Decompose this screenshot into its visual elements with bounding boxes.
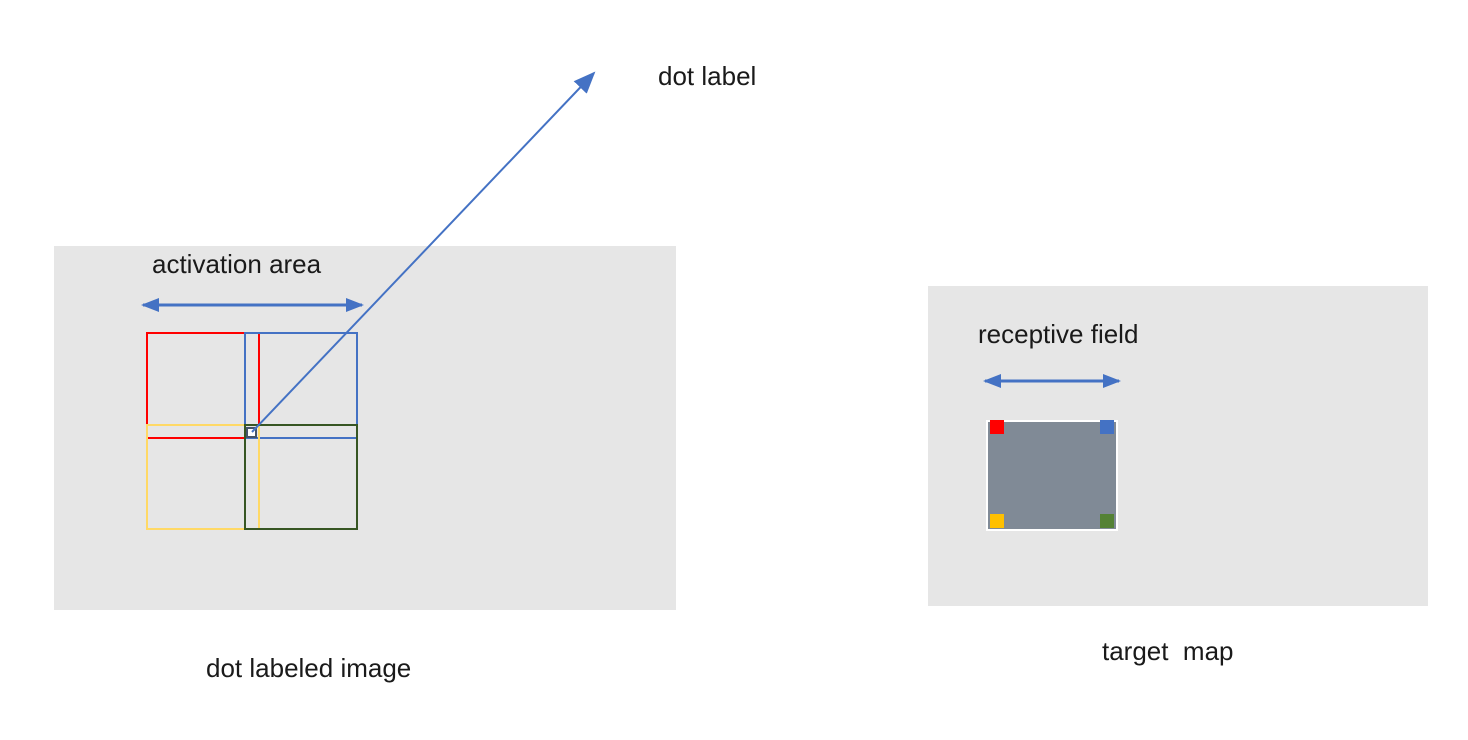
activation-area-label: activation area [152,249,322,279]
dot-label-text: dot label [658,61,756,91]
target-map-caption: target map [1102,636,1234,666]
blue-marker [1100,420,1114,434]
center-dot [246,427,257,438]
yellow-marker [990,514,1004,528]
red-marker [990,420,1004,434]
yellow-window [146,424,260,530]
blue-window [244,332,358,439]
dot-labeled-image-caption: dot labeled image [206,653,411,683]
green-window [244,424,358,530]
red-window [146,332,260,439]
receptive-field-label: receptive field [978,319,1138,349]
target-map-square [986,420,1118,531]
dot-label-arrow [251,71,596,433]
green-marker [1100,514,1114,528]
